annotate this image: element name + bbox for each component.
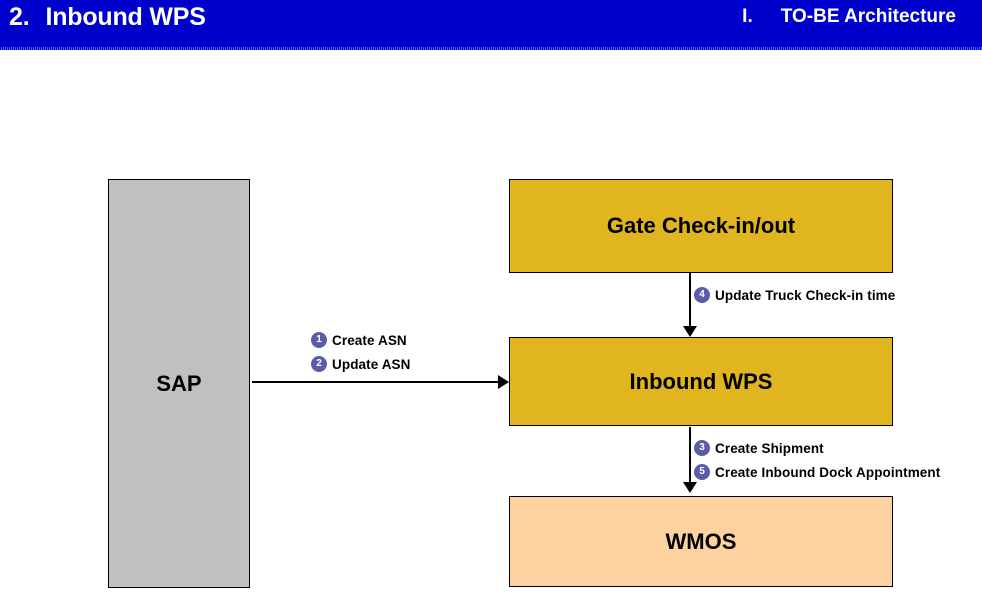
page-title-right: I. TO-BE Architecture <box>742 6 956 28</box>
step-number-badge: 4 <box>694 287 710 303</box>
page-title-left: 2. Inbound WPS <box>9 3 206 32</box>
connector-gate-to-inbound-line <box>689 273 691 328</box>
flow-step: 4 Update Truck Check-in time <box>694 287 895 303</box>
node-inbound-wps-label: Inbound WPS <box>629 368 773 394</box>
flow-step: 3 Create Shipment <box>694 440 940 456</box>
page-title-left-number: 2. <box>9 3 30 31</box>
step-number-badge: 5 <box>694 464 710 480</box>
header-bar <box>0 0 982 47</box>
step-number-badge: 2 <box>311 356 327 372</box>
node-wmos: WMOS <box>509 496 893 587</box>
header-underline-divider <box>0 47 982 50</box>
page-title-left-text: Inbound WPS <box>45 3 206 31</box>
flow-labels-sap-to-inbound: 1 Create ASN 2 Update ASN <box>311 332 411 372</box>
page-title-right-number: I. <box>742 6 753 27</box>
step-number-badge: 1 <box>311 332 327 348</box>
flow-step: 2 Update ASN <box>311 356 411 372</box>
node-gate-check-in-out: Gate Check-in/out <box>509 179 893 273</box>
step-label: Update ASN <box>332 356 411 372</box>
step-label: Create Shipment <box>715 440 824 456</box>
node-sap-label: SAP <box>156 370 202 396</box>
connector-inbound-to-wmos-arrowhead-icon <box>683 482 697 493</box>
node-inbound-wps: Inbound WPS <box>509 337 893 426</box>
node-gate-check-in-out-label: Gate Check-in/out <box>606 213 796 238</box>
flow-step: 5 Create Inbound Dock Appointment <box>694 464 940 480</box>
flow-labels-gate-to-inbound: 4 Update Truck Check-in time <box>694 287 895 303</box>
page-title-right-text: TO-BE Architecture <box>780 6 956 27</box>
flow-step: 1 Create ASN <box>311 332 411 348</box>
connector-sap-to-inbound-line <box>252 381 502 383</box>
step-number-badge: 3 <box>694 440 710 456</box>
connector-gate-to-inbound-arrowhead-icon <box>683 326 697 337</box>
connector-sap-to-inbound-arrowhead-icon <box>498 375 509 389</box>
step-label: Create Inbound Dock Appointment <box>715 464 941 480</box>
step-label: Create ASN <box>332 332 407 348</box>
step-label: Update Truck Check-in time <box>715 287 896 303</box>
node-wmos-label: WMOS <box>665 528 737 554</box>
node-sap: SAP <box>108 179 250 588</box>
flow-labels-inbound-to-wmos: 3 Create Shipment 5 Create Inbound Dock … <box>694 440 940 480</box>
connector-inbound-to-wmos-line <box>689 427 691 484</box>
